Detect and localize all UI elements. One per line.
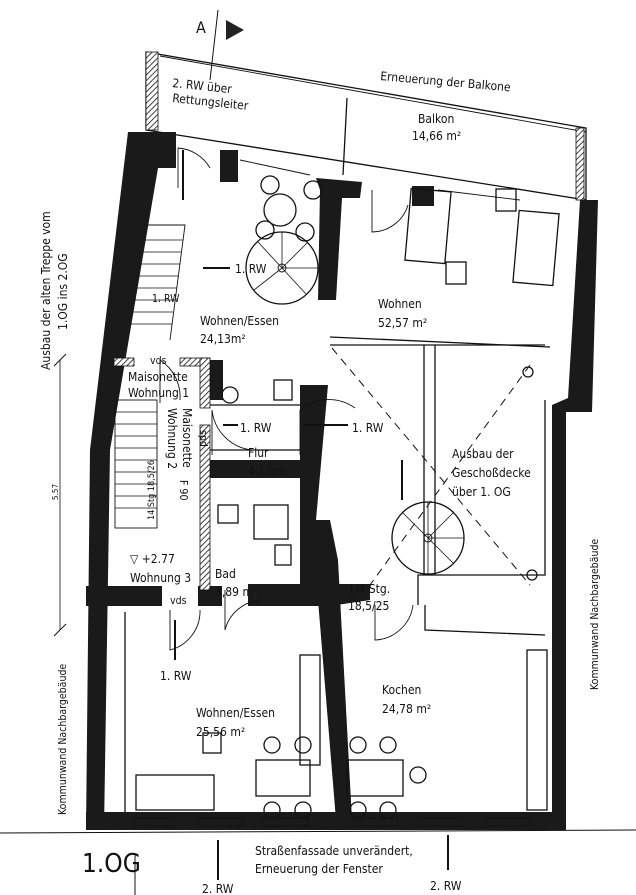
fire-rating: F 90 bbox=[177, 480, 189, 500]
room-area-wohnen-essen-lower: 25,56 m² bbox=[196, 725, 245, 739]
room-area-wohnen: 52,57 m² bbox=[378, 316, 427, 330]
door-code-spd: spd bbox=[197, 430, 209, 447]
ceiling-note-2: Geschoßdecke bbox=[452, 466, 531, 480]
room-area-kochen: 24,78 m² bbox=[382, 702, 431, 716]
ceiling-opening bbox=[331, 347, 538, 586]
windows bbox=[133, 159, 531, 827]
escape-route-label: 1. RW bbox=[240, 421, 272, 435]
ceiling-note-1: Ausbau der bbox=[452, 447, 514, 461]
floor-label: 1.OG bbox=[82, 849, 141, 879]
escape-note-1: 2. RW über bbox=[172, 76, 233, 96]
old-staircase bbox=[114, 224, 186, 529]
escape-arrow-icons bbox=[174, 150, 449, 880]
spiral-stair-label-1: 1/4 Stg. bbox=[348, 582, 390, 596]
escape-route-2-label: 2. RW bbox=[430, 879, 462, 893]
room-name-balkon: Balkon bbox=[418, 112, 454, 126]
unit-1-sub: Wohnung 1 bbox=[128, 386, 189, 400]
spiral-stair-label-2: 18,5/25 bbox=[348, 599, 389, 613]
room-name-wohnen-essen-upper: Wohnen/Essen bbox=[200, 314, 279, 328]
unit-1-name: Maisonette bbox=[128, 370, 188, 384]
dimension-value: 5.57 bbox=[51, 484, 60, 500]
old-stair-label: 14 Stg 18,5/26 bbox=[147, 460, 157, 520]
facade-note-1: Straßenfassade unverändert, bbox=[255, 844, 413, 858]
room-name-wohnen-essen-lower: Wohnen/Essen bbox=[196, 706, 275, 720]
room-area-flur: 4,13m² bbox=[248, 464, 287, 478]
escape-note-2: Rettungsleiter bbox=[172, 91, 250, 113]
balcony-note: Erneuerung der Balkone bbox=[380, 69, 512, 94]
room-area-bad: 3,89 m² bbox=[215, 585, 257, 599]
room-name-kochen: Kochen bbox=[382, 683, 421, 697]
level-mark: ▽ +2.77 bbox=[130, 552, 175, 566]
section-line bbox=[209, 9, 219, 81]
section-arrow-icon bbox=[226, 20, 244, 40]
escape-route-label: 1. RW bbox=[160, 669, 192, 683]
dimension-line: 5.57 bbox=[51, 353, 67, 637]
unit-3-name: Wohnung 3 bbox=[130, 571, 191, 585]
ground-line bbox=[0, 829, 636, 834]
party-wall-left: Kommunwand Nachbargebäude bbox=[57, 664, 69, 815]
stair-note-1: Ausbau der alten Treppe vom bbox=[39, 211, 53, 370]
balcony bbox=[145, 51, 587, 201]
escape-route-2-label: 2. RW bbox=[202, 882, 234, 895]
walls bbox=[86, 132, 598, 830]
party-wall-right: Kommunwand Nachbargebäude bbox=[589, 539, 601, 690]
partitions bbox=[113, 336, 551, 812]
room-name-flur: Flur bbox=[248, 446, 269, 460]
room-area-balkon: 14,66 m² bbox=[412, 129, 461, 143]
escape-route-label: 1. RW bbox=[152, 293, 180, 305]
escape-route-label: 1. RW bbox=[235, 262, 267, 276]
section-marker: A bbox=[196, 9, 244, 81]
stair-note-2: 1.OG ins 2.OG bbox=[56, 253, 70, 330]
facade-note-2: Erneuerung der Fenster bbox=[255, 862, 383, 876]
spiral-stair-upper bbox=[245, 231, 319, 305]
doors bbox=[159, 147, 414, 651]
room-name-bad: Bad bbox=[215, 567, 236, 581]
door-code-vds: vds bbox=[150, 355, 167, 367]
escape-route-label: 1. RW bbox=[352, 421, 384, 435]
door-code-vds: vds bbox=[170, 595, 187, 607]
unit-2-name: Maisonette bbox=[180, 408, 194, 468]
unit-2-sub: Wohnung 2 bbox=[165, 408, 179, 469]
spiral-stair-lower bbox=[391, 501, 465, 575]
room-area-wohnen-essen-upper: 24,13m² bbox=[200, 332, 246, 346]
room-name-wohnen: Wohnen bbox=[378, 297, 422, 311]
section-label: A bbox=[196, 18, 206, 37]
ceiling-note-3: über 1. OG bbox=[452, 485, 511, 499]
